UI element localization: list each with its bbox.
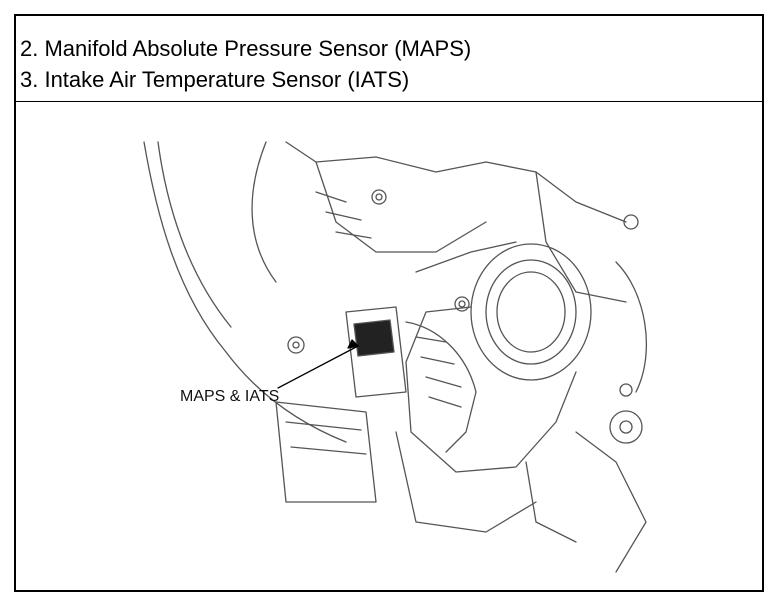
callout-arrowhead bbox=[347, 339, 359, 349]
throttle-body-outer bbox=[470, 243, 592, 381]
bracket-outline bbox=[251, 141, 277, 283]
lower-housing bbox=[395, 431, 537, 533]
legend-item-maps: 2. Manifold Absolute Pressure Sensor (MA… bbox=[20, 36, 472, 61]
lower-intake-ribs bbox=[285, 421, 367, 455]
sensor-connector bbox=[353, 319, 395, 357]
housing-edge bbox=[525, 461, 577, 543]
legend-header: 2. Manifold Absolute Pressure Sensor (MA… bbox=[16, 16, 762, 102]
engine-line-drawing bbox=[143, 141, 647, 573]
hose-outline-inner bbox=[157, 141, 232, 328]
bolt-center bbox=[375, 193, 383, 201]
bolt-center bbox=[292, 341, 300, 349]
housing-top bbox=[415, 241, 517, 273]
harness-clip bbox=[405, 321, 477, 453]
callout-label: MAPS & IATS bbox=[180, 388, 280, 405]
upper-manifold-edge bbox=[285, 141, 487, 173]
bolt bbox=[623, 214, 639, 230]
throttle-body-bore bbox=[485, 259, 577, 365]
engine-illustration: MAPS & IATS bbox=[16, 102, 762, 590]
callout-leader-line bbox=[277, 345, 359, 389]
cam-gear bbox=[609, 410, 643, 444]
throttle-housing bbox=[405, 306, 577, 473]
right-hose bbox=[615, 261, 647, 393]
bolt-center bbox=[458, 300, 466, 308]
ribs bbox=[315, 191, 372, 239]
bolt bbox=[371, 189, 387, 205]
right-housing bbox=[575, 431, 647, 573]
hose-outline bbox=[143, 141, 347, 443]
bolt bbox=[287, 336, 305, 354]
cam-gear-hub bbox=[619, 420, 633, 434]
manifold-runner bbox=[485, 161, 627, 223]
bolt bbox=[619, 383, 633, 397]
manifold-runner-2 bbox=[535, 171, 627, 303]
document-frame: 2. Manifold Absolute Pressure Sensor (MA… bbox=[14, 14, 764, 592]
legend-item-iats: 3. Intake Air Temperature Sensor (IATS) bbox=[20, 67, 410, 92]
clip-ridges bbox=[415, 336, 462, 408]
lower-intake bbox=[275, 401, 377, 503]
bolt bbox=[454, 296, 470, 312]
throttle-plate bbox=[496, 271, 566, 353]
maps-iats-sensor bbox=[345, 306, 407, 398]
manifold-body bbox=[315, 161, 487, 253]
